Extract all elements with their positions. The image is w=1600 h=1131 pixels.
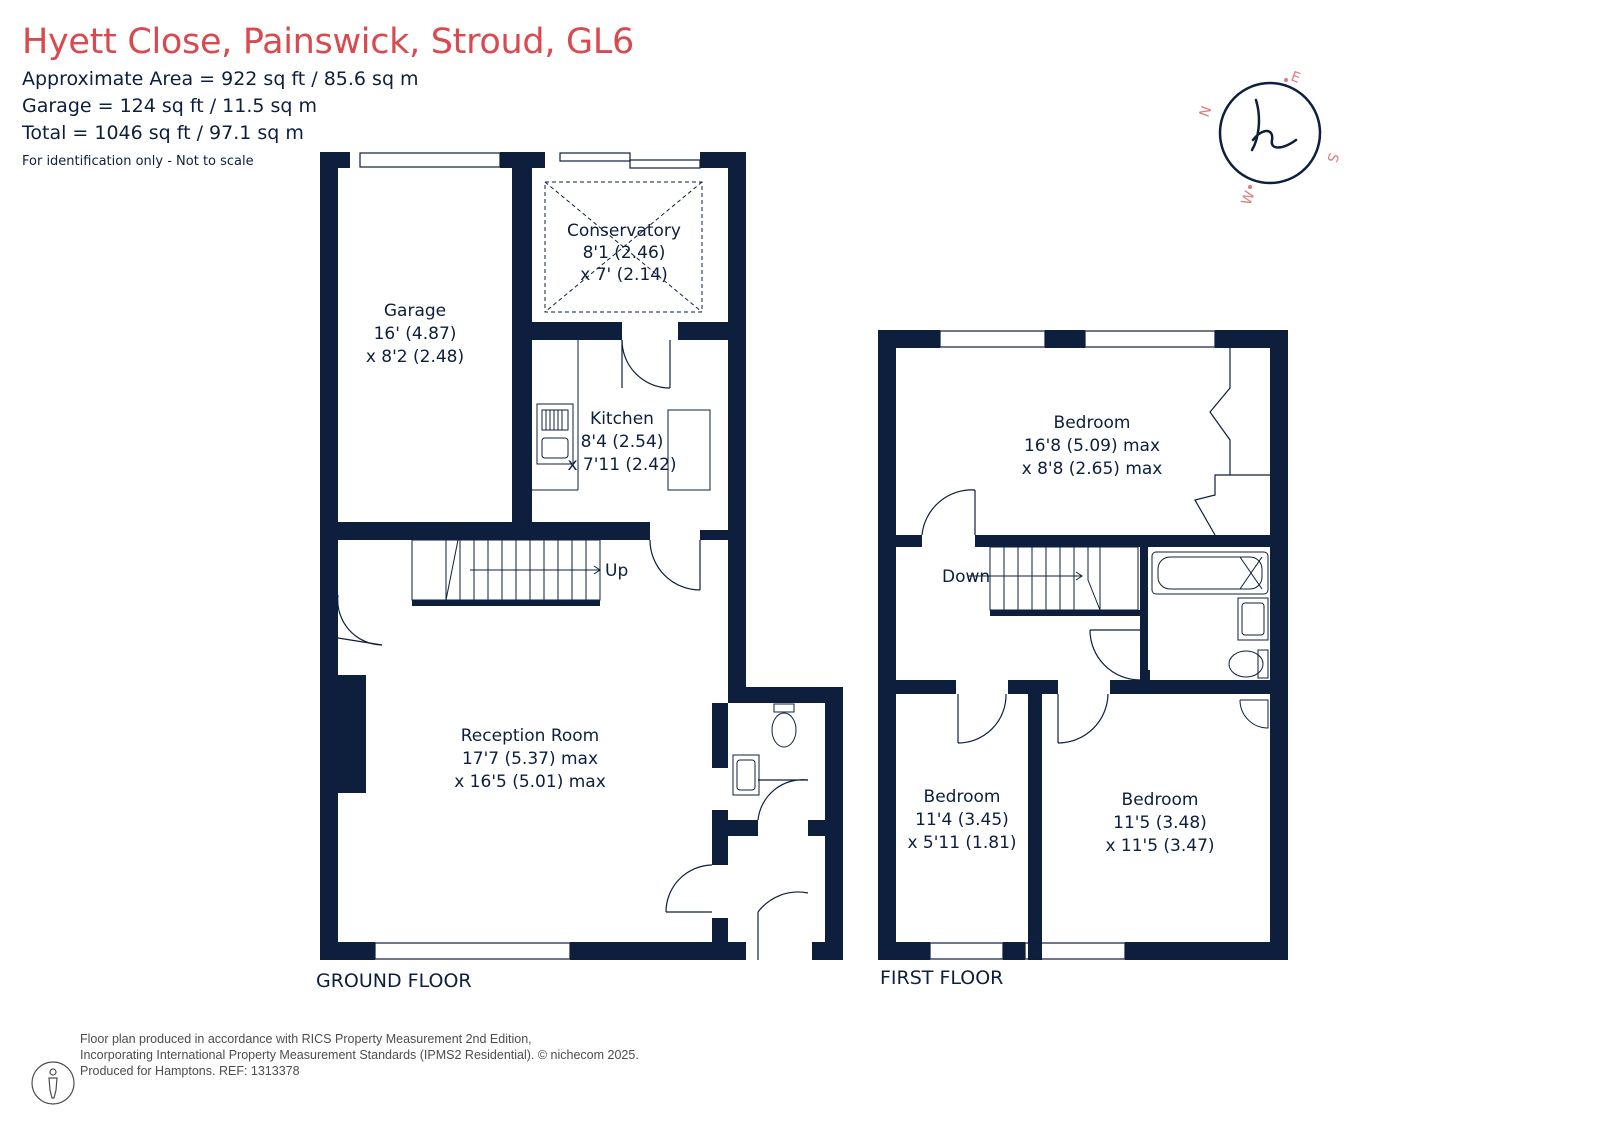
- compass-n: N: [1197, 104, 1216, 119]
- ground-floor-label: GROUND FLOOR: [316, 970, 472, 992]
- person-icon: [31, 1061, 75, 1105]
- reception-dim-2: x 16'5 (5.01) max: [454, 772, 606, 792]
- first-floor-fixtures: [1151, 551, 1269, 729]
- scale-disclaimer: For identification only - Not to scale: [22, 154, 254, 169]
- footer-line-1: Floor plan produced in accordance with R…: [80, 1032, 532, 1046]
- ground-floor-fixtures: [532, 340, 797, 796]
- first-floor-walls: [878, 330, 1288, 960]
- first-floor-windows: [929, 330, 1216, 960]
- footer-line-2: Incorporating International Property Mea…: [80, 1048, 639, 1062]
- kitchen-dim-2: x 7'11 (2.42): [567, 455, 676, 475]
- stairs-up-label: Up: [605, 561, 628, 581]
- kitchen-dim-1: 8'4 (2.54): [581, 432, 664, 452]
- h-logo-icon: [1250, 98, 1298, 152]
- compass-dot-e: [1284, 78, 1288, 82]
- conservatory-dim-1: 8'1 (2.46): [583, 243, 666, 263]
- ground-floor-plan: Garage 16' (4.87) x 8'2 (2.48) Conservat…: [316, 152, 843, 992]
- compass-s: S: [1323, 151, 1341, 165]
- stairs-down-label: Down: [942, 567, 990, 587]
- reception-dim-1: 17'7 (5.37) max: [462, 749, 598, 769]
- bedroom-main-dim-2: x 8'8 (2.65) max: [1022, 459, 1163, 479]
- compass: N E S W: [1197, 69, 1342, 208]
- compass-w: W: [1239, 189, 1259, 208]
- first-floor-doors: [921, 348, 1270, 744]
- bedroom-mid-dim-2: x 11'5 (3.47): [1105, 836, 1214, 856]
- first-floor-stairs: [968, 546, 1139, 611]
- garage-dim-2: x 8'2 (2.48): [366, 347, 464, 367]
- ground-floor-doors: [337, 339, 809, 960]
- footer-notes: Floor plan produced in accordance with R…: [80, 1031, 639, 1079]
- reception-name: Reception Room: [461, 726, 599, 746]
- bedroom-small-dim-1: 11'4 (3.45): [915, 810, 1009, 830]
- first-floor-plan: Bedroom 16'8 (5.09) max x 8'8 (2.65) max…: [878, 330, 1288, 989]
- ground-floor-stairs: [411, 539, 601, 606]
- approximate-area: Approximate Area = 922 sq ft / 85.6 sq m: [22, 68, 419, 90]
- kitchen-name: Kitchen: [590, 409, 654, 429]
- conservatory-dim-2: x 7' (2.14): [580, 265, 667, 285]
- compass-e: E: [1289, 69, 1303, 87]
- total-area: Total = 1046 sq ft / 97.1 sq m: [22, 122, 304, 144]
- compass-ring: [1218, 81, 1322, 185]
- conservatory-name: Conservatory: [567, 221, 681, 241]
- compass-dot-w: [1248, 185, 1252, 189]
- footer-line-3: Produced for Hamptons. REF: 1313378: [80, 1064, 300, 1078]
- conservatory-roof-lines: [544, 181, 703, 313]
- garage-name: Garage: [384, 301, 446, 321]
- page-title: Hyett Close, Painswick, Stroud, GL6: [22, 22, 634, 62]
- garage-dim-1: 16' (4.87): [374, 324, 457, 344]
- garage-area: Garage = 124 sq ft / 11.5 sq m: [22, 95, 318, 117]
- bedroom-mid-name: Bedroom: [1122, 790, 1199, 810]
- ground-floor-windows: [359, 152, 701, 960]
- bedroom-small-dim-2: x 5'11 (1.81): [907, 833, 1016, 853]
- first-floor-label: FIRST FLOOR: [880, 967, 1003, 989]
- bedroom-main-dim-1: 16'8 (5.09) max: [1024, 436, 1160, 456]
- bedroom-small-name: Bedroom: [924, 787, 1001, 807]
- bedroom-main-name: Bedroom: [1054, 413, 1131, 433]
- ground-floor-walls: [320, 152, 843, 960]
- bedroom-mid-dim-1: 11'5 (3.48): [1113, 813, 1207, 833]
